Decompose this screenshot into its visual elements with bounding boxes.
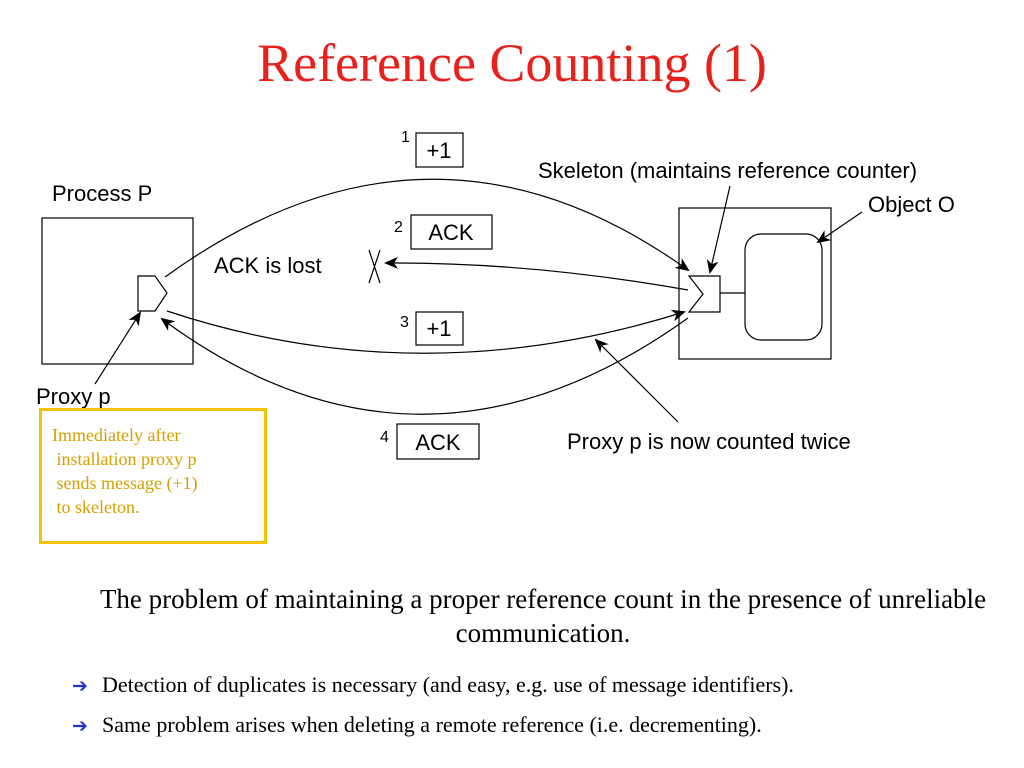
message-4-arrow <box>160 317 689 415</box>
message-4-step: 4 <box>380 429 389 446</box>
message-2-text: ACK <box>428 220 474 245</box>
object-o-shape <box>744 233 823 341</box>
lost-cross-icon <box>368 249 381 284</box>
proxy-p-label: Proxy p <box>36 384 111 409</box>
right-arrow-icon: ➔ <box>72 675 88 697</box>
message-1-text: +1 <box>426 138 451 163</box>
summary-text: The problem of maintaining a proper refe… <box>99 584 987 648</box>
skeleton-shape <box>687 275 721 313</box>
message-1-step: 1 <box>401 129 410 146</box>
message-2-box: ACK 2 <box>394 214 493 250</box>
proxy-shape <box>137 275 168 312</box>
proxy-pointer-arrow <box>94 311 142 385</box>
skeleton-pointer-arrow <box>706 185 731 274</box>
message-4-text: ACK <box>415 430 461 455</box>
right-arrow-icon: ➔ <box>72 715 88 737</box>
bullet-item: ➔ Detection of duplicates is necessary (a… <box>72 671 794 700</box>
counted-twice-pointer-arrow <box>594 338 679 423</box>
message-4-box: ACK 4 <box>380 423 480 460</box>
message-2-step: 2 <box>394 219 403 236</box>
slide-title: Reference Counting (1) <box>257 33 767 93</box>
ack-lost-label: ACK is lost <box>214 253 322 278</box>
object-o-label: Object O <box>868 192 955 217</box>
bullet-text: Detection of duplicates is necessary (an… <box>102 672 794 697</box>
message-3-arrow <box>166 309 686 354</box>
bullet-item: ➔ Same problem arises when deleting a rem… <box>72 711 762 740</box>
message-3-text: +1 <box>426 316 451 341</box>
bullet-text: Same problem arises when deleting a remo… <box>102 712 762 737</box>
process-p-box <box>41 217 194 365</box>
reference-counting-diagram: Process P Skeleton (maintains reference … <box>36 129 955 460</box>
message-3-box: +1 3 <box>400 311 464 346</box>
object-container-box <box>678 207 832 360</box>
note-box: Immediately after installation proxy p s… <box>39 408 267 544</box>
process-p-label: Process P <box>52 181 152 206</box>
object-pointer-arrow <box>816 211 863 244</box>
message-3-step: 3 <box>400 314 409 331</box>
counted-twice-label: Proxy p is now counted twice <box>567 429 851 454</box>
skeleton-label: Skeleton (maintains reference counter) <box>538 158 917 183</box>
message-2-arrow <box>384 256 689 291</box>
message-1-arrow <box>164 178 690 278</box>
message-1-box: +1 1 <box>401 129 464 168</box>
